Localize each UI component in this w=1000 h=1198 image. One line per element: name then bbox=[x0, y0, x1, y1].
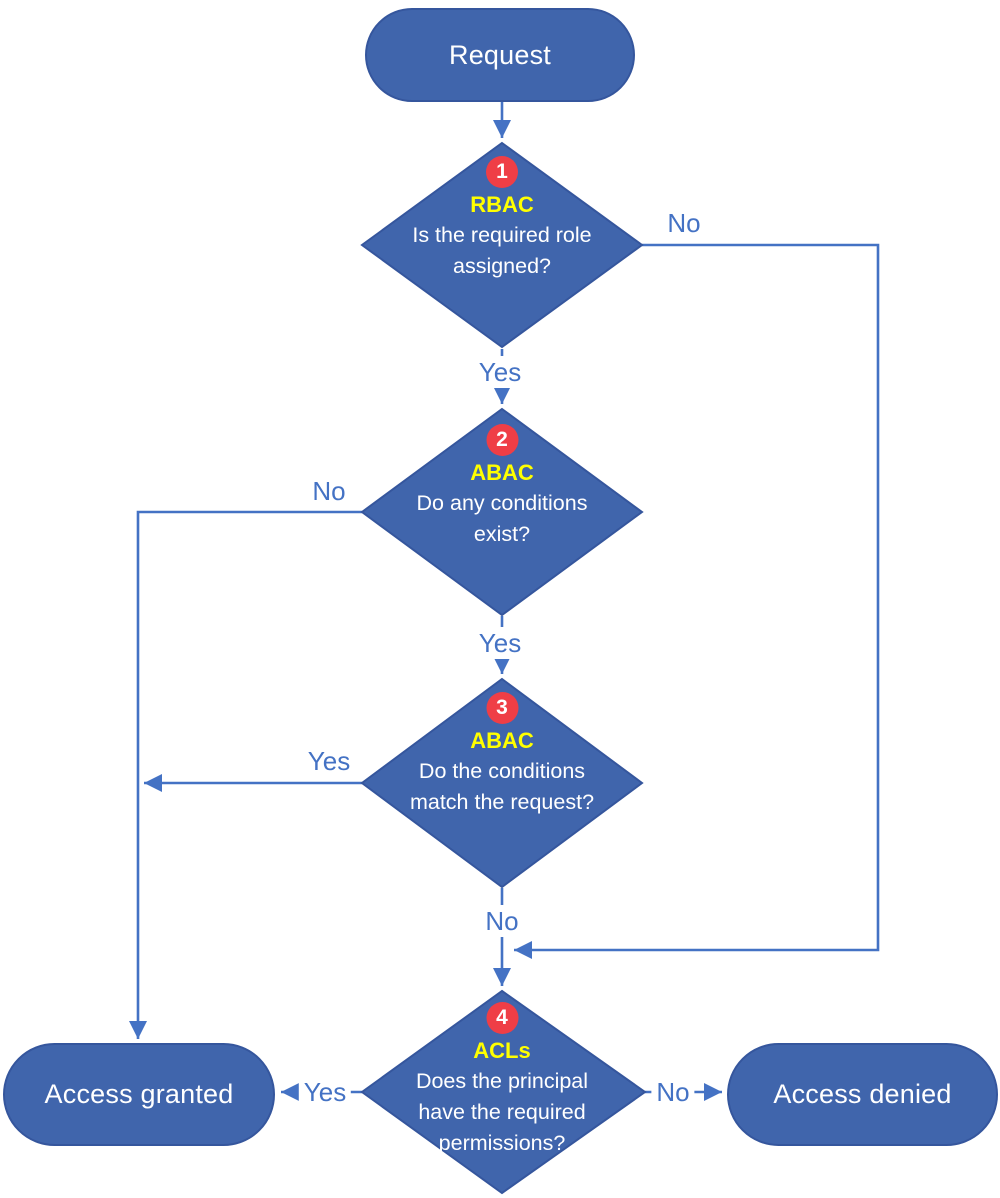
edge-label-abac-match-yes: Yes bbox=[307, 746, 351, 776]
access-denied-node: Access denied bbox=[727, 1043, 998, 1146]
edge-label-abac-exist-yes: Yes bbox=[473, 627, 527, 659]
decision-diamond-abac-exist bbox=[360, 407, 644, 617]
edge-label-abac-match-no: No bbox=[480, 905, 524, 937]
abac-exist-tag: ABAC bbox=[470, 460, 534, 485]
edge-label-acl-no: No bbox=[651, 1076, 695, 1108]
edge-label-rbac-no: No bbox=[667, 208, 701, 238]
decision-diamond-abac-match bbox=[360, 677, 644, 889]
rbac-diamond-content: 1 RBAC Is the required role assigned? bbox=[386, 156, 618, 282]
abac-exist-question: Do any conditions exist? bbox=[416, 491, 588, 546]
start-node-label: Request bbox=[449, 39, 551, 70]
step-badge-3: 3 bbox=[486, 692, 518, 724]
rbac-tag: RBAC bbox=[470, 192, 534, 217]
access-granted-label: Access granted bbox=[44, 1079, 234, 1109]
abac-match-diamond-content: 3 ABAC Do the conditions match the reque… bbox=[400, 692, 605, 818]
abac-match-question: Do the conditions match the request? bbox=[409, 759, 595, 814]
edge-label-abac-exist-no: No bbox=[312, 476, 346, 506]
connector-abac-exist-no bbox=[128, 510, 362, 1039]
edge-label-rbac-yes: Yes bbox=[473, 356, 527, 388]
acl-question: Does the principal have the required per… bbox=[415, 1069, 589, 1155]
access-granted-node: Access granted bbox=[3, 1043, 275, 1146]
step-badge-1: 1 bbox=[486, 156, 518, 188]
start-node: Request bbox=[365, 8, 635, 102]
abac-exist-diamond-content: 2 ABAC Do any conditions exist? bbox=[395, 424, 610, 550]
acl-diamond-content: 4 ACLs Does the principal have the requi… bbox=[400, 1002, 605, 1159]
connector-rbac-no bbox=[514, 243, 880, 960]
decision-diamond-rbac bbox=[360, 141, 644, 349]
rbac-question: Is the required role assigned? bbox=[412, 223, 592, 278]
acl-tag: ACLs bbox=[473, 1038, 531, 1063]
abac-match-tag: ABAC bbox=[470, 728, 534, 753]
edge-label-acl-yes: Yes bbox=[298, 1076, 352, 1108]
step-badge-2: 2 bbox=[486, 424, 518, 456]
access-denied-label: Access denied bbox=[773, 1079, 952, 1109]
decision-diamond-acl bbox=[360, 989, 647, 1195]
step-badge-4: 4 bbox=[486, 1002, 518, 1034]
